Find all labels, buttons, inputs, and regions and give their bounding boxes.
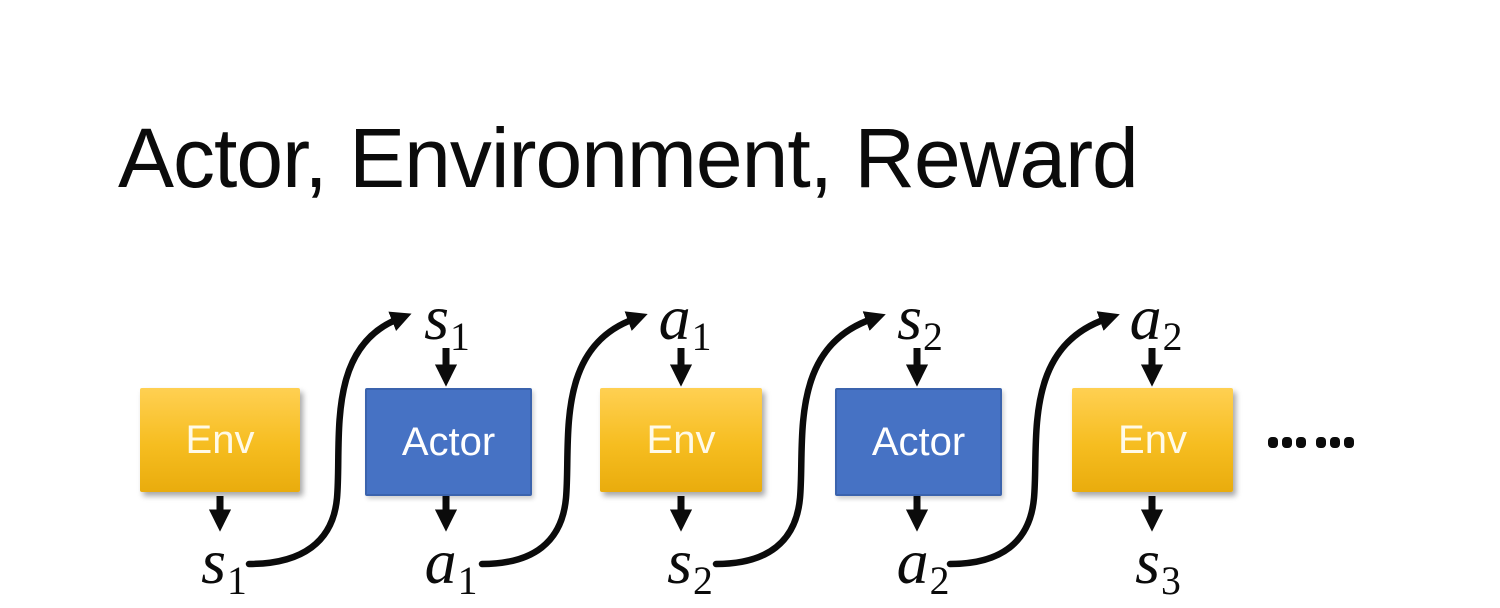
label-bottom-s1: s1	[201, 526, 247, 604]
env-box-2: Env	[600, 388, 762, 492]
label-top-s1: s1	[424, 282, 470, 360]
page-title: Actor, Environment, Reward	[118, 111, 1139, 205]
label-bottom-a2: a2	[896, 526, 950, 604]
actor-box-1-label: Actor	[401, 420, 496, 464]
env-box-3: Env	[1072, 388, 1233, 492]
label-bottom-a1: a1	[424, 526, 478, 604]
env-box-1-label: Env	[185, 418, 255, 462]
label-top-s2: s2	[897, 282, 943, 360]
env-box-1: Env	[140, 388, 300, 492]
actor-box-2: Actor	[835, 388, 1002, 496]
ellipsis-icon	[1268, 437, 1354, 448]
label-bottom-s2: s2	[667, 526, 713, 604]
label-top-a1: a1	[658, 282, 712, 360]
actor-box-1: Actor	[365, 388, 532, 496]
label-top-a2: a2	[1129, 282, 1183, 360]
label-bottom-s3: s3	[1135, 526, 1181, 604]
env-box-3-label: Env	[1118, 418, 1187, 462]
actor-box-2-label: Actor	[871, 420, 966, 464]
env-box-2-label: Env	[646, 418, 716, 462]
